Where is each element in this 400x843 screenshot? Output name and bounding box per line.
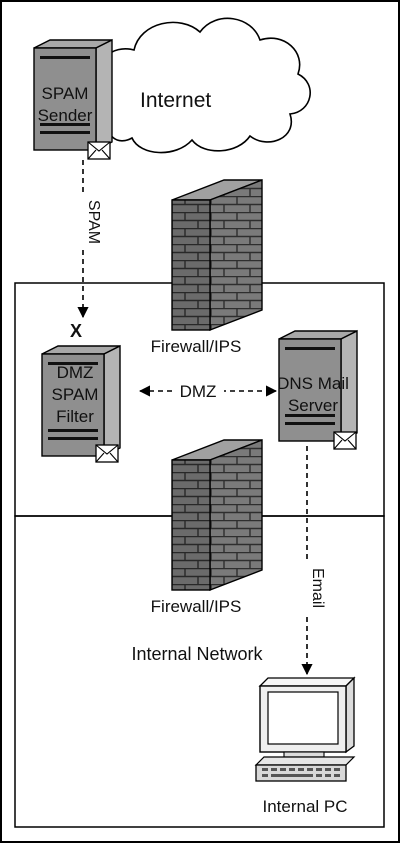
email-link-label-bg — [297, 560, 317, 616]
cloud-icon — [85, 17, 311, 154]
dns-mail-server: DNS Mail Server — [277, 330, 358, 450]
spam-sender-line1: SPAM — [42, 84, 89, 103]
desktop-pc-icon — [254, 676, 356, 782]
firewall-icon — [171, 179, 263, 331]
firewall-bottom-label: Firewall/IPS — [151, 597, 242, 616]
internal-network-label: Internal Network — [131, 644, 263, 664]
spam-filter-line1: DMZ — [57, 363, 94, 382]
spam-link-label: SPAM — [85, 200, 102, 244]
email-link-label: Email — [309, 568, 326, 608]
firewall-top: Firewall/IPS — [151, 179, 263, 356]
spam-sender-line2: Sender — [38, 106, 93, 125]
mail-server-line2: Server — [288, 396, 338, 415]
internet-label: Internet — [140, 89, 211, 112]
dmz-link-label-bg — [172, 381, 224, 401]
spam-filter-line2: SPAM — [52, 385, 99, 404]
dmz-spam-filter-server: DMZ SPAM Filter — [41, 345, 121, 463]
envelope-icon — [87, 141, 111, 160]
spam-sender-server: SPAM Sender — [33, 39, 113, 160]
envelope-icon — [95, 444, 119, 463]
firewall-icon — [171, 439, 263, 591]
dmz-link-label: DMZ — [180, 382, 217, 401]
firewall-top-label: Firewall/IPS — [151, 337, 242, 356]
blocked-mark: X — [70, 321, 82, 341]
spam-filter-line3: Filter — [56, 407, 94, 426]
mail-server-line1: DNS Mail — [277, 374, 349, 393]
firewall-bottom: Firewall/IPS — [151, 439, 263, 616]
spam-link-label-bg — [72, 194, 94, 250]
internal-pc-label: Internal PC — [262, 797, 347, 816]
envelope-icon — [333, 431, 357, 450]
internal-pc: Internal PC — [254, 676, 356, 816]
